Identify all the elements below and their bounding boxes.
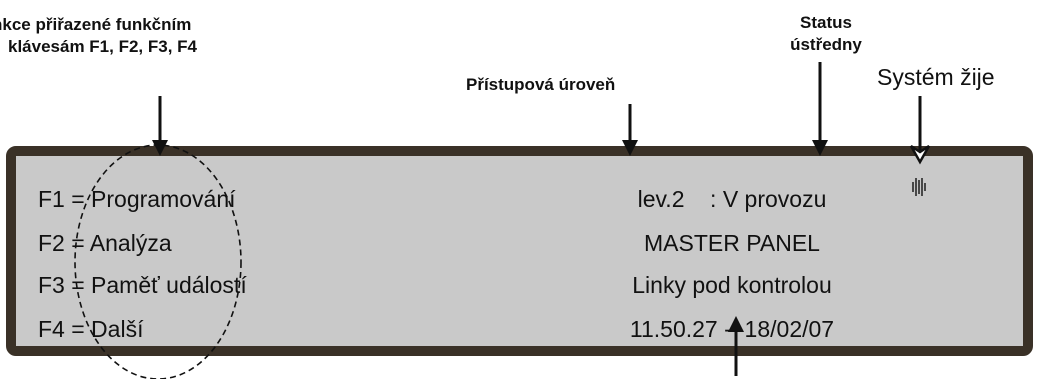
system-alive-callout: Systém žije (877, 64, 995, 90)
function-key-f1: F1 = Programování (38, 186, 236, 212)
function-keys-callout-line-1: nkce přiřazené funkčním (0, 15, 192, 34)
function-keys-callout-line-2: klávesám F1, F2, F3, F4 (8, 37, 197, 56)
panel-status-callout-line-1: Status (800, 13, 852, 32)
lcd-panel: F1 = Programování F2 = Analýza F3 = Pamě… (6, 146, 1033, 356)
panel-status-callout-line-2: ústředny (790, 35, 862, 54)
panel-status-callout: Status ústředny (778, 12, 874, 56)
status-line-panel-name: MASTER PANEL (644, 230, 820, 256)
status-line-datetime: 11.50.27 - 18/02/07 (629, 316, 835, 342)
status-line-level: lev.2 : V provozu (637, 186, 827, 212)
function-key-f2: F2 = Analýza (38, 230, 172, 256)
function-keys-callout: nkce přiřazené funkčním klávesám F1, F2,… (0, 14, 197, 58)
function-key-f4: F4 = Další (38, 316, 144, 342)
status-line-lines: Linky pod kontrolou (632, 272, 832, 298)
function-key-f3: F3 = Paměť událostí (38, 272, 247, 298)
access-level-callout: Přístupová úroveň (466, 75, 616, 94)
